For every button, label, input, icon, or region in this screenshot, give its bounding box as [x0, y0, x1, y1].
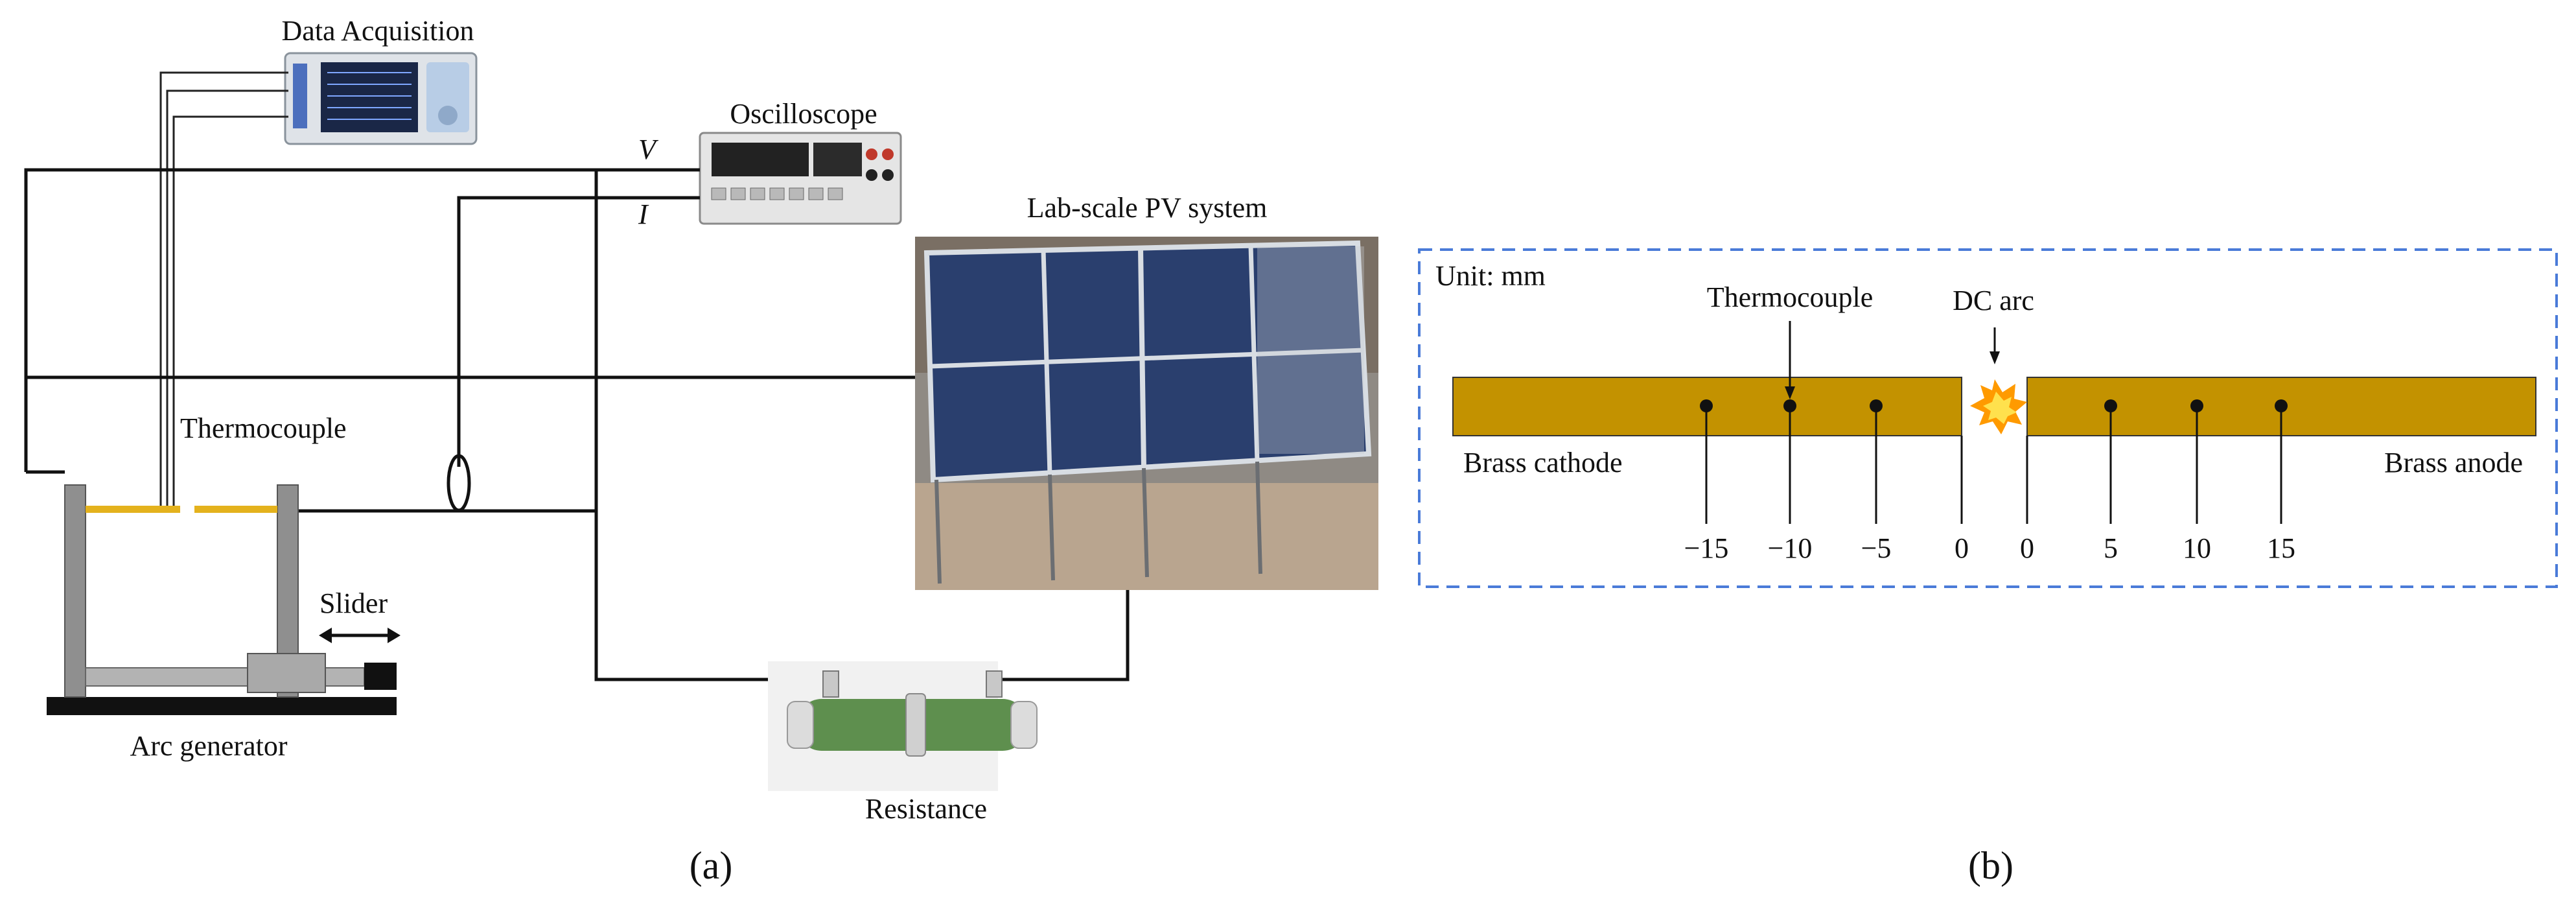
dc-arc-arrow	[1990, 327, 2000, 364]
tick-label: 0	[2020, 532, 2034, 564]
brass-anode-label: Brass anode	[2384, 447, 2523, 478]
panel-a: Data Acquisition Oscilloscope V I	[24, 15, 1378, 887]
panel-b-frame	[1418, 248, 2558, 588]
tick-label: 15	[2267, 532, 2295, 564]
panel-a-caption: (a)	[690, 844, 733, 887]
oscilloscope-device	[699, 132, 902, 225]
arc-generator	[47, 484, 397, 715]
dc-arc-label: DC arc	[1953, 285, 2034, 316]
resistor	[768, 661, 1038, 791]
resistance-label: Resistance	[865, 793, 987, 825]
panel-b-caption: (b)	[1968, 844, 2013, 887]
data-acquisition-label: Data Acquisition	[282, 15, 474, 47]
position-lines	[1705, 406, 2282, 524]
pv-system-label: Lab-scale PV system	[1027, 192, 1268, 224]
tick-label: −15	[1684, 532, 1729, 564]
pv-system-photo	[915, 237, 1378, 590]
data-acquisition-device	[284, 52, 478, 145]
current-label: I	[638, 198, 649, 230]
thermocouple-electrode-left	[86, 506, 180, 513]
tick-label: −5	[1861, 532, 1892, 564]
slider-arrow	[319, 628, 400, 643]
tick-label: 10	[2183, 532, 2211, 564]
position-ticks: −15 −10 −5 0 0 5 10 15	[1684, 532, 2295, 564]
tick-label: 0	[1955, 532, 1969, 564]
tick-label: 5	[2104, 532, 2118, 564]
dc-arc-flash	[1970, 379, 2027, 434]
voltage-label: V	[638, 134, 659, 165]
thermocouple-electrode-right	[194, 506, 277, 513]
tick-label: −10	[1768, 532, 1813, 564]
current-probe	[447, 454, 471, 512]
oscilloscope-label: Oscilloscope	[730, 98, 877, 130]
arc-generator-label: Arc generator	[130, 730, 287, 762]
unit-label: Unit: mm	[1435, 260, 1546, 292]
brass-cathode-label: Brass cathode	[1463, 447, 1623, 478]
thermocouple-arrow	[1785, 321, 1795, 399]
panel-b: Unit: mm DC arc Thermocouple	[1418, 248, 2558, 887]
thermocouple-label-b: Thermocouple	[1707, 281, 1874, 313]
circuit-wires	[24, 168, 1130, 681]
slider-label: Slider	[319, 587, 388, 619]
thermocouple-label-a: Thermocouple	[180, 412, 347, 444]
